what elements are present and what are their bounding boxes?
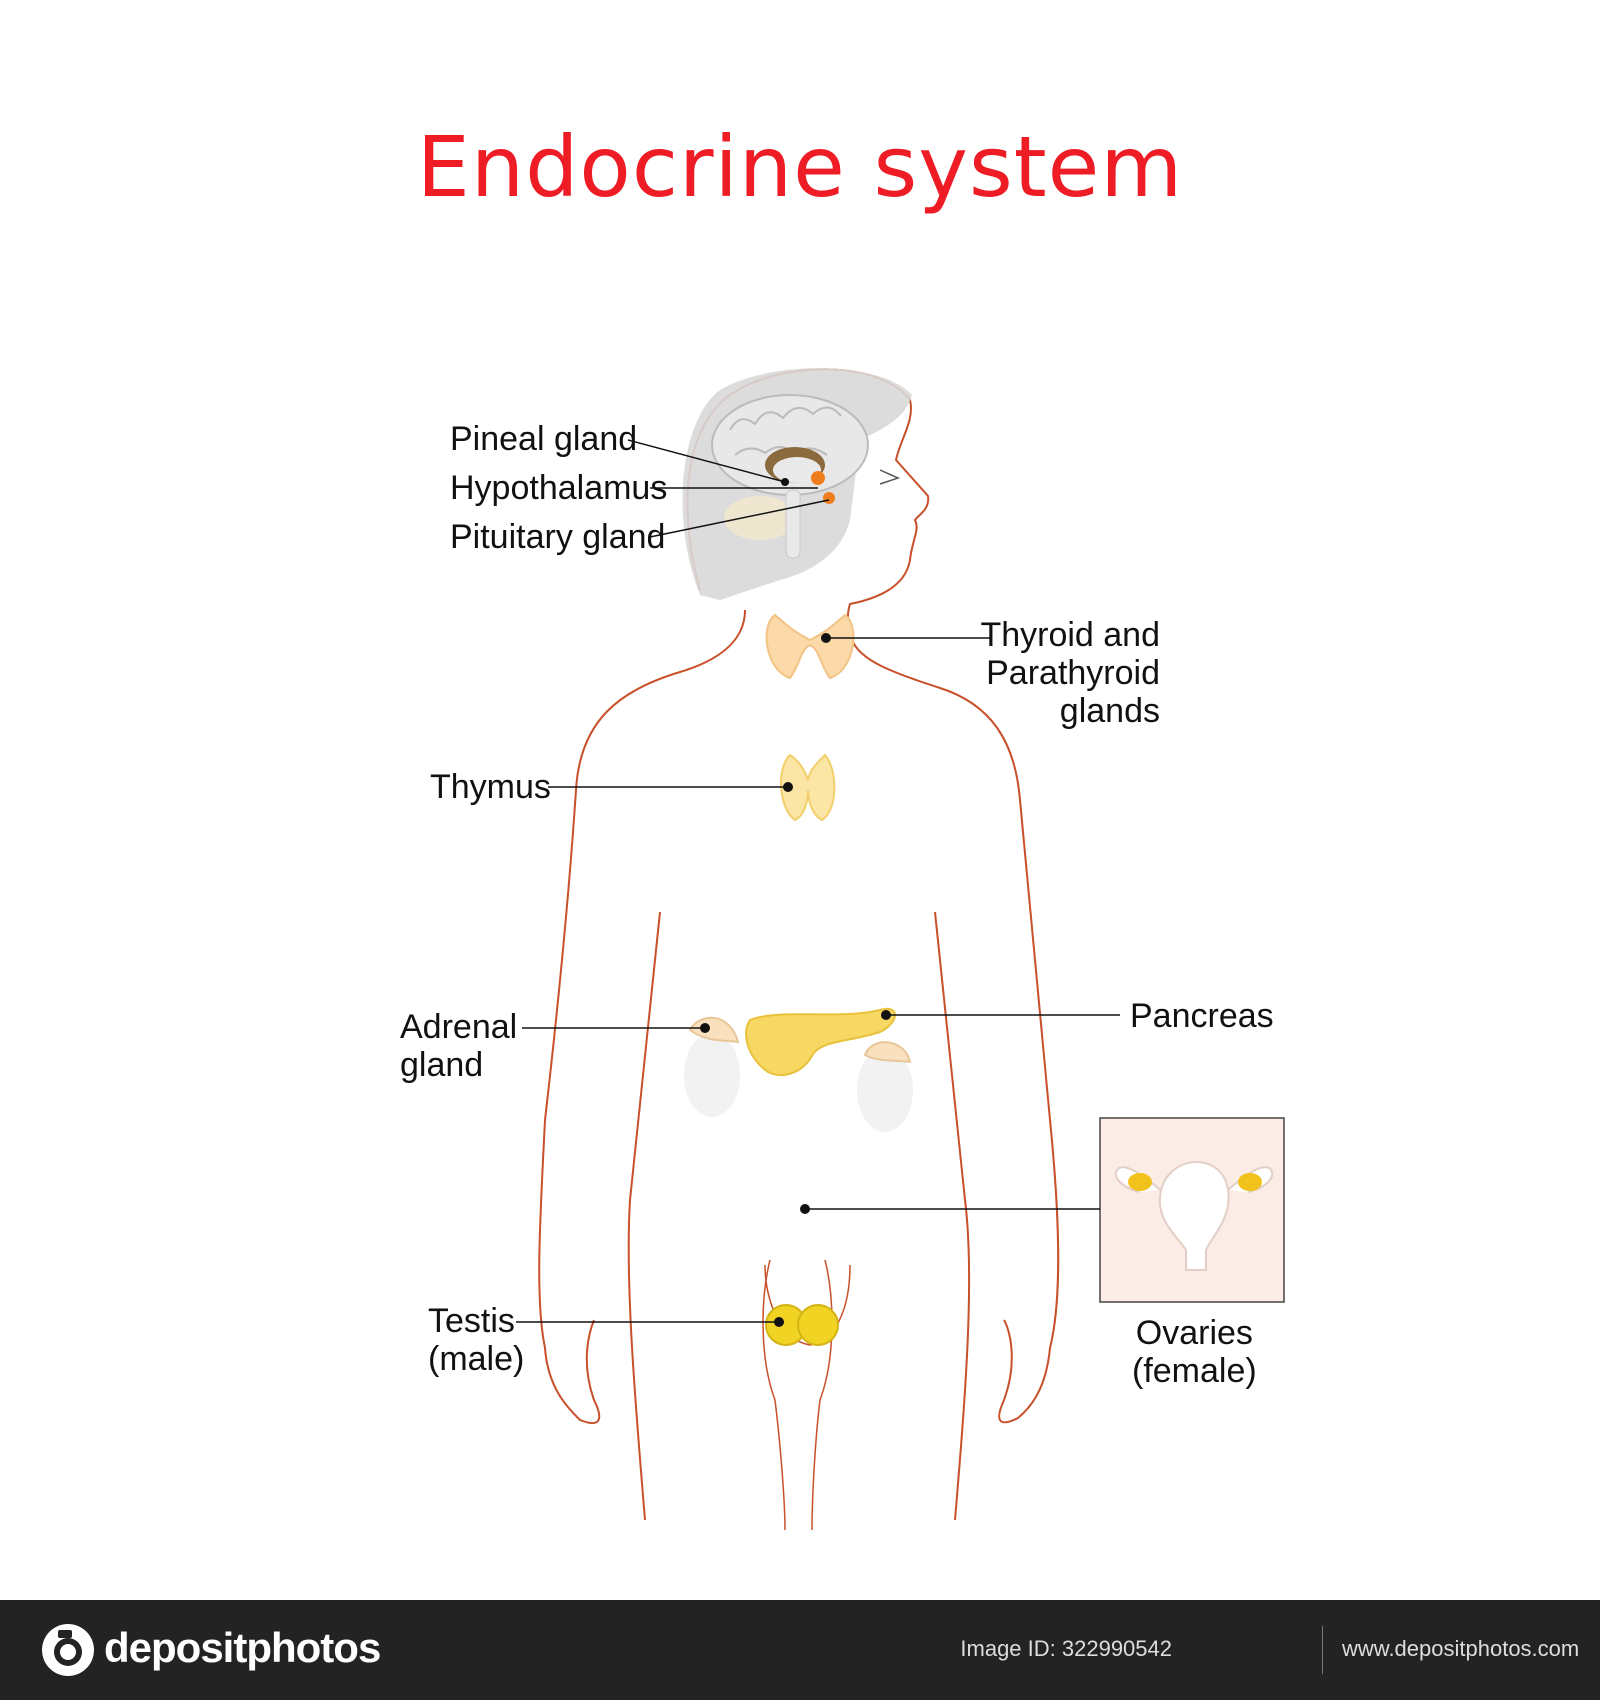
brain-folds (729, 406, 842, 431)
image-id: Image ID: 322990542 (960, 1636, 1172, 1661)
leader-lines (516, 439, 1120, 1323)
head (682, 368, 930, 641)
brainstem (785, 489, 801, 559)
hypothalamus-mark (811, 471, 825, 485)
right-adrenal (863, 1041, 912, 1064)
camera-logo-icon (42, 1624, 94, 1676)
ovaries-inset (1099, 1117, 1285, 1303)
footer-bar: depositphotos Image ID: 322990542 www.de… (0, 1600, 1600, 1700)
left-leg-inner (762, 1259, 786, 1531)
label-adrenal-line-2: gland (400, 1046, 484, 1084)
label-thyroid-line-3: glands (1059, 692, 1160, 730)
thymus-gland (779, 753, 836, 822)
label-testis-line-2: (male) (428, 1340, 525, 1378)
label-ovaries: Ovaries (female) (1132, 1314, 1257, 1390)
pituitary-mark (823, 492, 835, 504)
right-leg-inner (811, 1259, 833, 1531)
thalamus (773, 457, 821, 483)
eye (879, 469, 901, 485)
cerebellum (724, 496, 796, 540)
diagram-canvas: Endocrine system (400, 118, 1285, 1531)
left-torso-outline (538, 609, 746, 1425)
label-thyroid-line-2: Parathyroid (986, 654, 1160, 692)
site-link[interactable]: www.depositphotos.com (1342, 1636, 1580, 1661)
label-adrenal-line-1: Adrenal (400, 1008, 518, 1046)
label-pituitary-gland: Pituitary gland (450, 518, 666, 556)
label-thyroid-line-1: Thyroid and (980, 616, 1160, 654)
label-adrenal-gland: Adrenal gland (400, 1008, 517, 1084)
pineal-leader (627, 439, 786, 483)
label-testis-line-1: Testis (428, 1302, 515, 1340)
right-inner-arm (934, 911, 971, 1521)
left-inner-arm (627, 911, 661, 1521)
label-pancreas: Pancreas (1130, 997, 1274, 1035)
footer-divider (1322, 1626, 1323, 1674)
label-ovaries-line-2: (female) (1132, 1352, 1257, 1390)
body-illustration (516, 368, 1285, 1531)
label-thymus: Thymus (430, 768, 551, 806)
thyroid-gland (765, 613, 855, 680)
brand-logo-text[interactable]: depositphotos (104, 1624, 381, 1671)
left-adrenal (688, 1016, 740, 1044)
pituitary-leader (649, 499, 830, 538)
label-ovaries-line-1: Ovaries (1135, 1314, 1253, 1352)
testes (764, 1264, 851, 1346)
label-hypothalamus: Hypothalamus (450, 469, 668, 507)
diagram-title: Endocrine system (416, 118, 1184, 216)
label-testis: Testis (male) (428, 1302, 524, 1378)
brain-folds-2 (734, 446, 828, 456)
label-pineal-gland: Pineal gland (450, 420, 638, 458)
label-thyroid: Thyroid and Parathyroid glands (960, 616, 1160, 730)
kidneys (684, 1016, 913, 1132)
right-torso-outline (851, 639, 1060, 1424)
